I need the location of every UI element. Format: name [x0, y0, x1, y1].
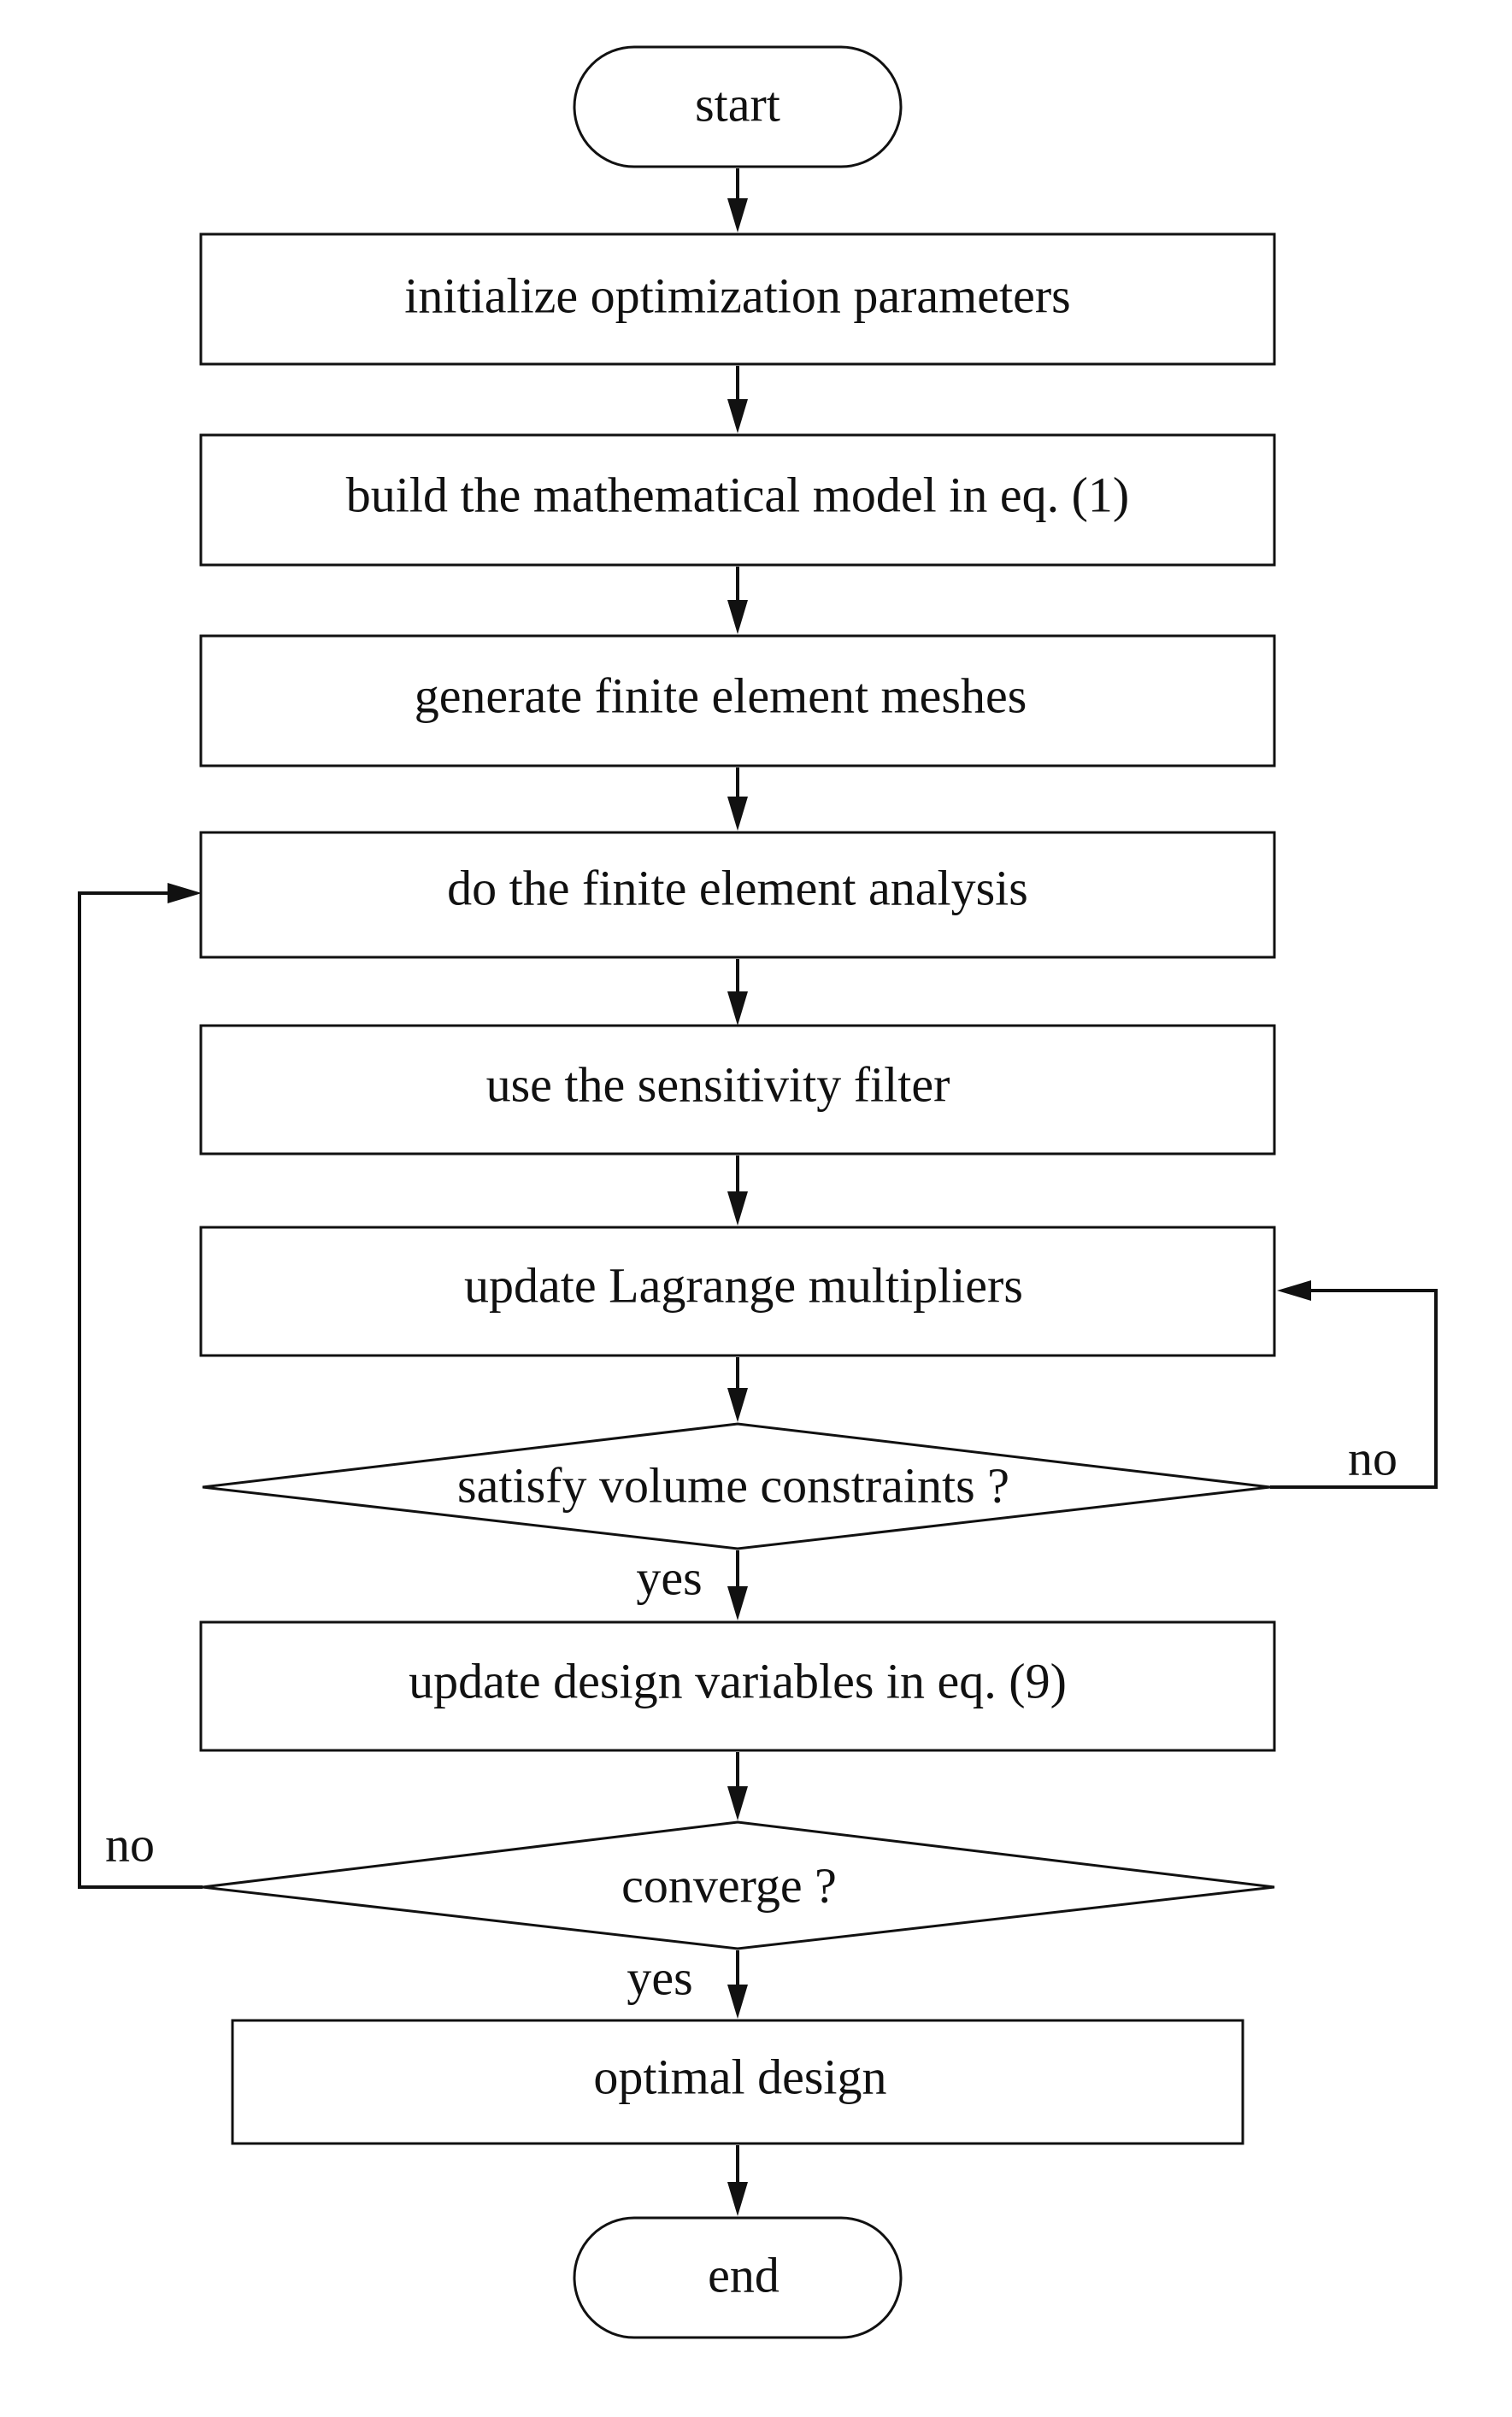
decision-diamond: [202, 1422, 1271, 1550]
arrowhead: [727, 198, 748, 232]
node-model: build the mathematical model in eq. (1): [199, 433, 1276, 567]
node-label: update Lagrange multipliers: [464, 1257, 1023, 1313]
edge-volume-no-loop: [1270, 1289, 1438, 1489]
arrowhead: [727, 991, 748, 1026]
end-terminal-shape: [573, 2216, 903, 2339]
node-label: do the finite element analysis: [447, 860, 1028, 915]
node-label: converge ?: [621, 1857, 837, 1913]
arrowhead: [727, 797, 748, 831]
node-label: generate finite element meshes: [415, 667, 1027, 723]
arrowhead: [727, 1388, 748, 1422]
process-box: [199, 1620, 1276, 1752]
process-box: [199, 1024, 1276, 1156]
process-box: [199, 232, 1276, 366]
node-end: end: [573, 2216, 903, 2339]
node-converge: converge ?: [202, 1820, 1275, 1950]
node-volume: satisfy volume constraints ?: [202, 1422, 1271, 1550]
edge-label-volume-yes: yes: [636, 1550, 702, 1605]
arrowhead: [727, 2182, 748, 2216]
connectors: [78, 168, 1438, 2216]
arrowhead: [1277, 1280, 1311, 1301]
arrowhead: [727, 1586, 748, 1620]
node-label: satisfy volume constraints ?: [457, 1457, 1009, 1513]
node-start: start: [573, 45, 903, 168]
node-init: initialize optimization parameters: [199, 232, 1276, 366]
edge-label-converge-yes: yes: [627, 1949, 692, 2005]
node-lagrange: update Lagrange multipliers: [199, 1226, 1276, 1357]
node-filter: use the sensitivity filter: [199, 1024, 1276, 1156]
process-box: [199, 433, 1276, 567]
node-mesh: generate finite element meshes: [199, 634, 1276, 767]
node-label: optimal design: [593, 2049, 886, 2104]
node-fea: do the finite element analysis: [199, 831, 1276, 959]
edge-label-volume-no: no: [1348, 1430, 1397, 1485]
edge-label-converge-no: no: [105, 1816, 155, 1872]
arrowhead: [727, 600, 748, 634]
arrowhead: [727, 1985, 748, 2019]
process-box: [199, 1226, 1276, 1357]
node-label: start: [695, 76, 780, 132]
node-label: update design variables in eq. (9): [409, 1653, 1067, 1708]
node-label: use the sensitivity filter: [486, 1056, 950, 1112]
arrowhead: [168, 883, 202, 903]
node-optimal: optimal design: [231, 2019, 1244, 2145]
edge-labels: no yes no yes: [105, 1430, 1397, 2005]
process-box: [231, 2019, 1244, 2145]
decision-diamond: [202, 1820, 1275, 1950]
node-label: build the mathematical model in eq. (1): [346, 467, 1129, 522]
node-label: initialize optimization parameters: [404, 268, 1071, 323]
start-terminal-shape: [573, 45, 903, 168]
edge-converge-no-loop: [78, 891, 203, 1889]
node-design: update design variables in eq. (9): [199, 1620, 1276, 1752]
node-label: end: [708, 2247, 780, 2302]
arrowhead: [727, 1786, 748, 1820]
process-box: [199, 634, 1276, 767]
arrowhead: [727, 1191, 748, 1226]
process-box: [199, 831, 1276, 959]
arrowhead: [727, 399, 748, 433]
